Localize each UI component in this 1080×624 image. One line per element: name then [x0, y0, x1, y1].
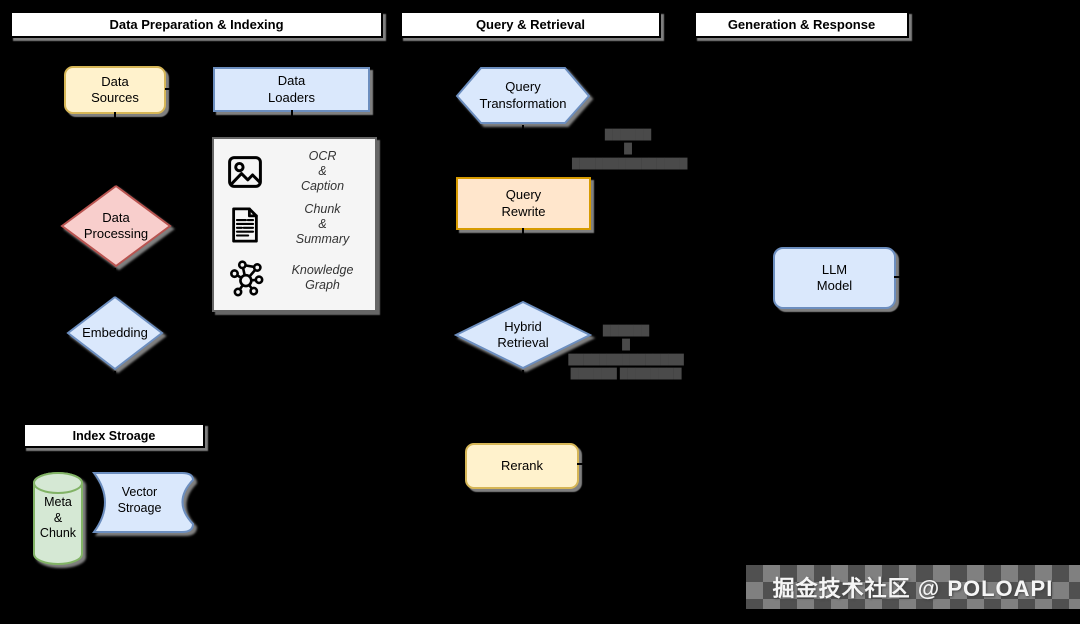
index-storage-label: Index Stroage — [72, 428, 156, 443]
detail-row-chunk-summary: Chunk & Summary — [222, 198, 367, 251]
node-label: Data Loaders — [268, 73, 315, 105]
node-query-rewrite: Query Rewrite — [456, 177, 591, 230]
index-storage-header: Index Stroage — [23, 423, 205, 448]
detail-label: Knowledge Graph — [291, 262, 354, 292]
node-vector-storage: Vector Stroage — [92, 471, 195, 534]
detail-row-ocr-caption: OCR & Caption — [222, 145, 367, 198]
node-data-processing: Data Processing — [60, 184, 172, 268]
hexagon-shape — [455, 67, 591, 124]
section-header-generation-response: Generation & Response — [694, 11, 909, 38]
image-icon — [222, 149, 268, 195]
node-label: Data Sources — [91, 73, 139, 105]
annotation-text: ██████ █ ███████████████ — [572, 129, 688, 170]
node-label: Vector Stroage — [117, 484, 162, 515]
annotation-hybrid-retrieval-note: ██████ █ ███████████████ ██████ ████████ — [568, 310, 684, 383]
annotation-text: ██████ █ ███████████████ ██████ ████████ — [568, 325, 684, 381]
node-data-loaders: Data Loaders — [213, 67, 370, 112]
section-header-label: Data Preparation & Indexing — [109, 17, 284, 32]
node-meta-chunk: Meta & Chunk — [32, 471, 84, 566]
section-header-query-retrieval: Query & Retrieval — [400, 11, 661, 38]
node-label: LLM Model — [816, 261, 853, 293]
section-header-label: Generation & Response — [727, 17, 876, 32]
processing-techniques-panel: OCR & Caption Chunk & Summary — [212, 137, 377, 312]
section-header-label: Query & Retrieval — [475, 17, 586, 32]
watermark-text: 掘金技术社区 @ POLOAPI — [772, 576, 1054, 601]
section-header-data-preparation: Data Preparation & Indexing — [10, 11, 383, 38]
detail-label: Chunk & Summary — [295, 202, 350, 246]
watermark-mosaic: 掘金技术社区 @ POLOAPI — [746, 565, 1080, 609]
detail-row-knowledge-graph: Knowledge Graph — [222, 251, 367, 304]
detail-label: OCR & Caption — [300, 149, 345, 193]
node-label: Hybrid Retrieval — [497, 318, 549, 350]
node-embedding: Embedding — [66, 295, 164, 371]
node-rerank: Rerank — [465, 443, 579, 489]
cylinder-shape — [33, 472, 83, 565]
diamond-shape — [66, 295, 164, 371]
node-label: Meta & Chunk — [39, 495, 77, 541]
knowledge-graph-icon — [222, 255, 268, 301]
node-label: Query Rewrite — [501, 187, 546, 219]
node-label: Data Processing — [83, 209, 149, 241]
node-data-sources: Data Sources — [64, 66, 166, 114]
node-query-transformation: Query Transformation — [455, 66, 591, 125]
node-label: Query Transformation — [479, 79, 567, 111]
node-label: Rerank — [501, 457, 543, 473]
node-llm-model: LLM Model — [773, 247, 896, 309]
stored-data-shape — [92, 472, 195, 533]
document-icon — [222, 202, 268, 248]
diamond-shape — [60, 184, 172, 268]
node-label: Embedding — [82, 324, 148, 340]
annotation-query-transformation-note: ██████ █ ███████████████ — [572, 114, 688, 172]
node-hybrid-retrieval: Hybrid Retrieval — [454, 300, 592, 370]
diamond-shape — [454, 300, 592, 370]
